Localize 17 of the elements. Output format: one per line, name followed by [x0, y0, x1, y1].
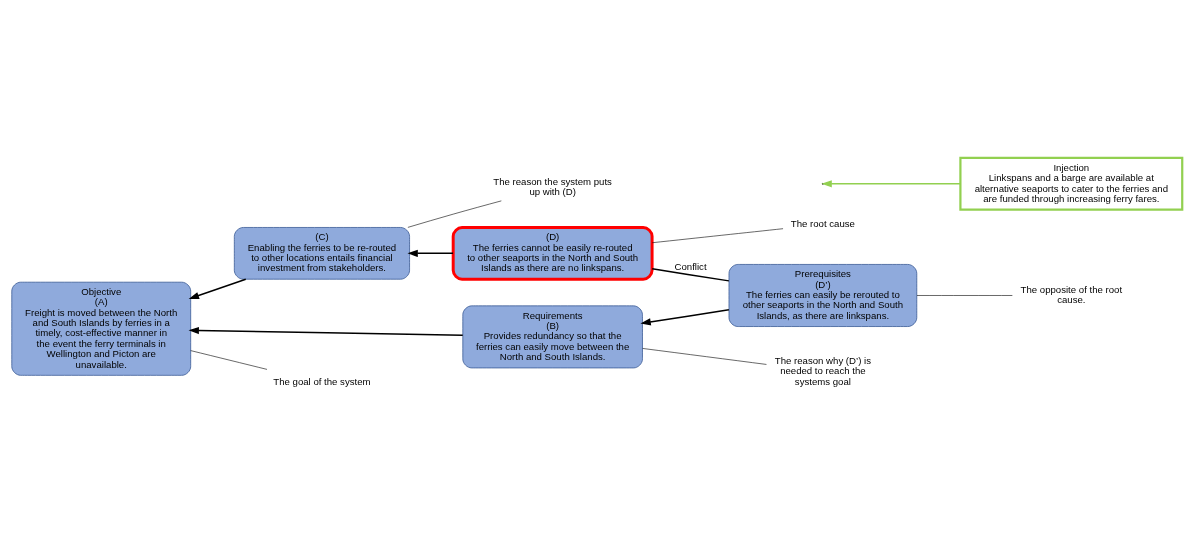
node-box: Injection Linkspans and a barge are available at alternative seaports to cater to the ferries and are funded through increasing ferry fares. — [959, 156, 1184, 211]
node-text: The root cause — [790, 217, 855, 229]
edge-label: Conflict — [674, 260, 707, 272]
arrow — [407, 249, 454, 257]
node-text: The opposite of the root cause. — [1020, 283, 1123, 305]
arrow — [640, 308, 730, 325]
arrow — [188, 326, 464, 336]
node-text: The reason why (D’) is needed to reach the systems goal — [774, 354, 871, 387]
node-text: The goal of the system — [273, 375, 371, 387]
node-box: Requirements (B) Provides redundancy so that the ferries can easily move between the North and South Islands. — [462, 304, 643, 368]
arrow — [188, 278, 247, 299]
node-box: Prerequisites (D’) The ferries can easily be rerouted to other seaports in the North and South Islands, as there are linkspans. — [728, 263, 918, 327]
connector — [651, 267, 730, 282]
node-box: (C) Enabling the ferries to be re-routed to other locations entails financial investment from stakeholders. — [233, 226, 410, 280]
node-box: Objective (A) Freight is moved between the North and South Islands by ferries in a timely, cost-effective manner in the event the ferry terminals in Wellington and Picton are unavailable. — [11, 281, 192, 376]
node-text: The reason the system puts up with (D) — [493, 175, 612, 197]
node-box: (D) The ferries cannot be easily re-routed to other seaports in the North and South Islands as there are no linkspans. — [451, 225, 654, 281]
